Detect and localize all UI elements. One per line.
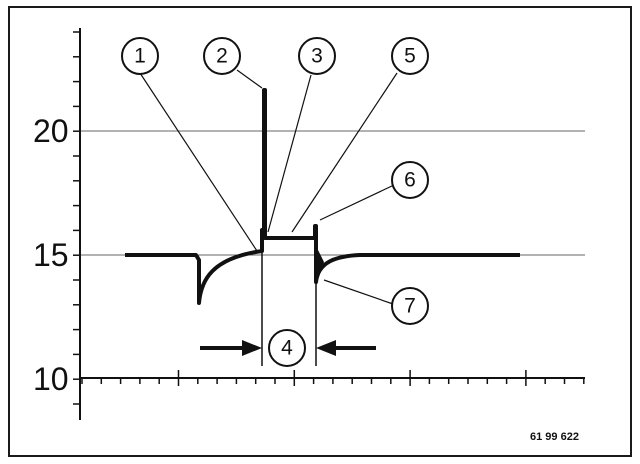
interval-arrow-right-head — [316, 340, 336, 356]
y-label-15: 15 — [33, 237, 69, 273]
leader-line-3 — [267, 74, 312, 233]
figure-reference: 61 99 622 — [530, 431, 579, 443]
callout-2-label: 2 — [216, 45, 228, 68]
y-axis-ticks — [73, 31, 80, 405]
callout-5-label: 5 — [404, 45, 416, 68]
callout-4: 4 — [268, 329, 306, 367]
callout-1: 1 — [121, 37, 159, 75]
callout-5: 5 — [391, 37, 429, 75]
leader-line-6 — [319, 184, 395, 221]
callout-7: 7 — [391, 287, 429, 325]
callout-4-label: 4 — [281, 337, 293, 360]
callout-6: 6 — [391, 161, 429, 199]
leader-line-5 — [291, 72, 398, 233]
outer-frame — [8, 6, 632, 457]
callout-2: 2 — [203, 37, 241, 75]
callout-7-label: 7 — [404, 295, 416, 318]
leader-line-2 — [236, 69, 263, 89]
callout-6-label: 6 — [404, 169, 416, 192]
callout-3: 3 — [298, 37, 336, 75]
callout-1-label: 1 — [134, 45, 146, 68]
leader-line-7 — [323, 279, 394, 305]
callout-3-label: 3 — [311, 45, 323, 68]
y-label-10: 10 — [33, 361, 69, 397]
leader-line-1 — [139, 72, 258, 252]
y-label-20: 20 — [33, 113, 69, 149]
x-axis-ticks — [81, 370, 585, 386]
signal-trace — [125, 88, 520, 305]
interval-arrow-left-head — [242, 340, 262, 356]
